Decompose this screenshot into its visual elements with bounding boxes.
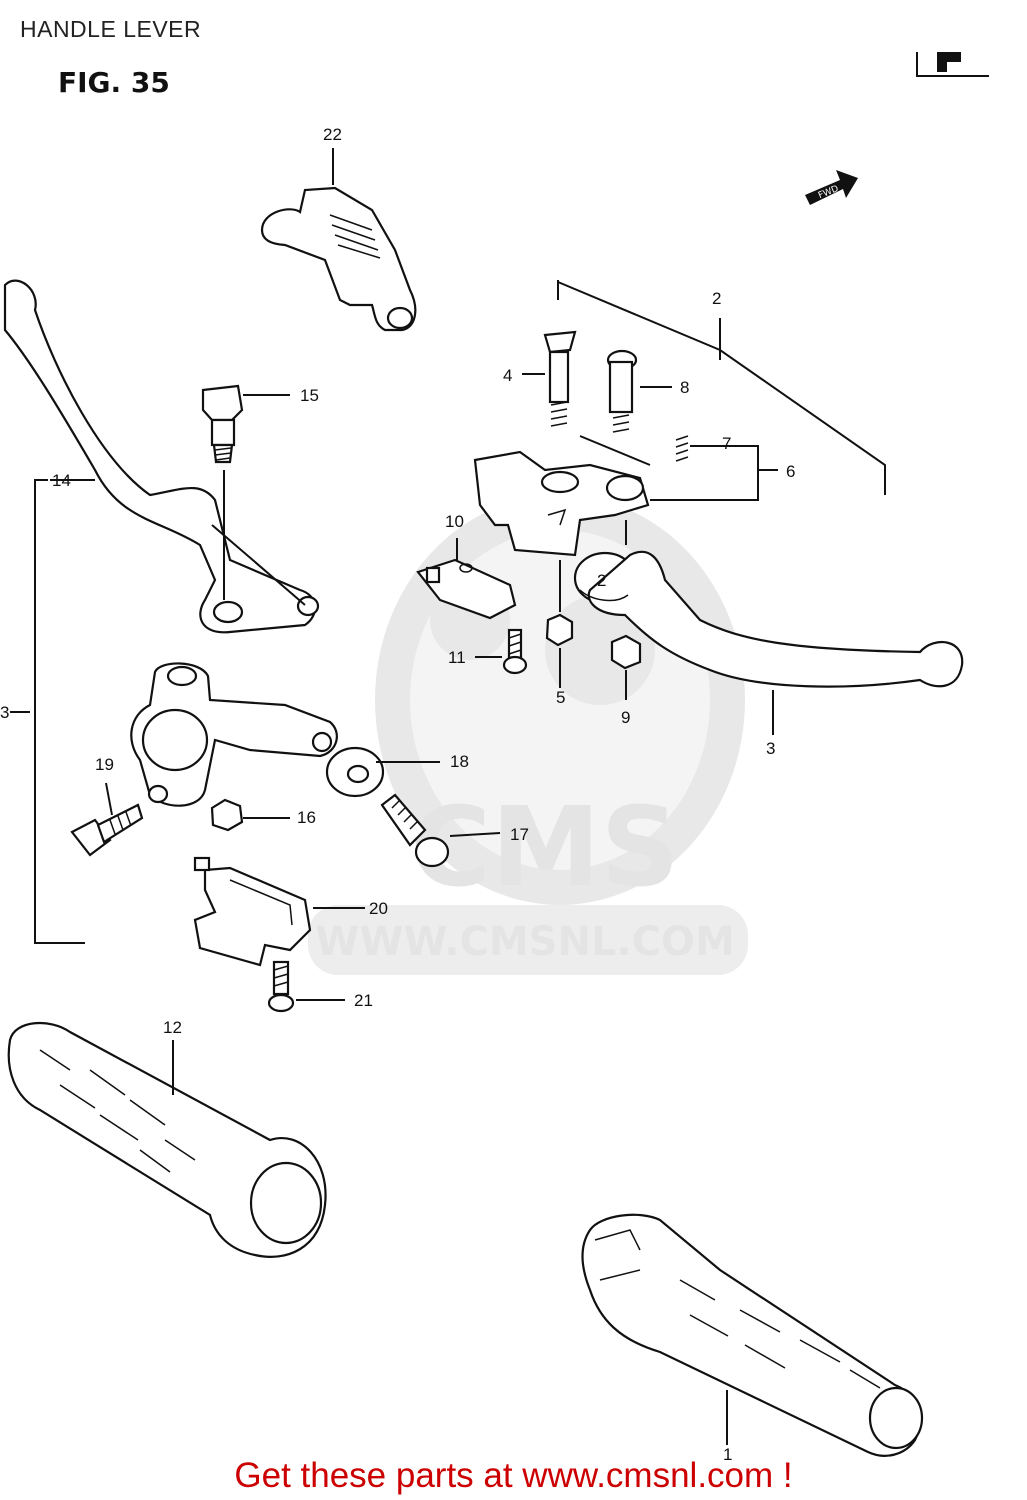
callout-12: 12: [163, 1018, 182, 1037]
callout-13: 3: [0, 703, 9, 722]
part-13-lever-bracket: [130, 662, 338, 807]
callout-22: 22: [323, 125, 342, 144]
callout-3: 3: [766, 739, 775, 758]
part-3-brake-lever: [573, 550, 964, 688]
part-14-clutch-lever: [3, 279, 320, 634]
page-title: HANDLE LEVER: [20, 16, 202, 42]
part-19-bolt: [70, 803, 144, 857]
callout-15: 15: [300, 386, 319, 405]
footer-link[interactable]: Get these parts at www.cmsnl.com !: [234, 1456, 793, 1495]
callout-7: 7: [722, 434, 731, 453]
part-11-screw: [502, 628, 528, 675]
callout-19: 19: [95, 755, 114, 774]
callout-21: 21: [354, 991, 373, 1010]
part-7-spring: [675, 435, 689, 462]
callout-17: 17: [510, 825, 529, 844]
part-20-switch: [193, 856, 312, 967]
part-2-master-cylinder: [473, 450, 650, 557]
part-5-nut: [545, 613, 574, 647]
callout-14: 14: [52, 471, 71, 490]
part-9-nut: [610, 634, 642, 670]
fwd-badge-label: FWD: [817, 184, 840, 201]
callout-11: 11: [448, 648, 466, 667]
fwd-arrow-icon: FWD: [805, 170, 858, 205]
part-16-nut: [210, 798, 244, 832]
figure-label: FIG. 35: [58, 66, 170, 99]
part-21-screw: [267, 960, 295, 1013]
part-22-lever-boot: [260, 186, 417, 332]
watermark-url: WWW.CMSNL.COM: [315, 919, 735, 965]
callout-labels: 22 15 14 2 4 8 7 6 10 2 11 5 9 3 3 19 18…: [0, 125, 795, 1464]
callout-16: 16: [297, 808, 316, 827]
callout-18: 18: [450, 752, 469, 771]
part-15-bolt: [201, 384, 244, 464]
part-17-screw: [380, 793, 450, 868]
part-1-throttle-grip: [581, 1213, 924, 1457]
callout-2: 2: [712, 289, 721, 308]
callout-1: 1: [723, 1445, 732, 1464]
callout-4: 4: [503, 366, 512, 385]
callout-6: 6: [786, 462, 795, 481]
callout-5: 5: [556, 688, 565, 707]
group-13-bracket: [34, 479, 85, 944]
callout-10: 10: [445, 512, 464, 531]
part-8-pivot-bolt: [606, 349, 638, 433]
watermark-brand: CMS: [410, 783, 679, 911]
part-4-pivot-bolt: [543, 330, 577, 427]
part-18-adjuster: [325, 746, 385, 798]
callout-8: 8: [680, 378, 689, 397]
callout-20: 20: [369, 899, 388, 918]
part-10-brake-switch: [416, 558, 517, 620]
callout-lines: [10, 148, 886, 1445]
callout-2-inset: 2: [597, 571, 606, 590]
callout-9: 9: [621, 708, 630, 727]
part-12-left-grip: [7, 1021, 327, 1258]
model-symbol-icon: [916, 52, 989, 77]
